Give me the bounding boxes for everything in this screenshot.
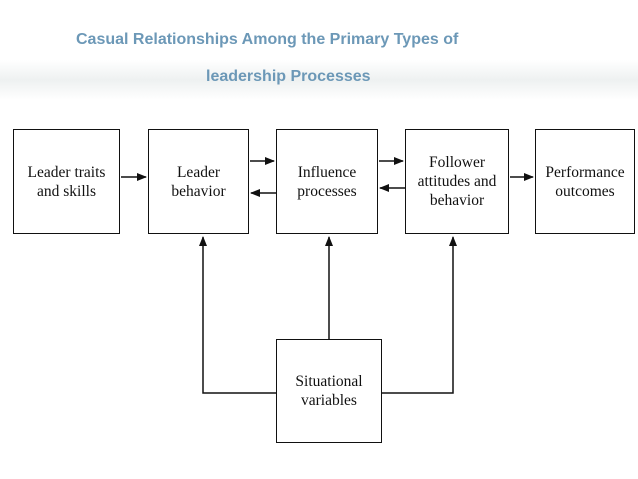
- slide-title-line-2: leadership Processes: [206, 68, 371, 85]
- node-follower-attitudes: Follower attitudes and behavior: [405, 129, 509, 234]
- slide-title-line-1: Casual Relationships Among the Primary T…: [76, 31, 459, 48]
- node-influence-processes-label: Influence processes: [297, 163, 357, 200]
- node-performance-outcomes: Performance outcomes: [535, 129, 635, 234]
- arrow-situational-to-follower: [382, 236, 457, 394]
- node-leader-behavior-label: Leader behavior: [171, 163, 226, 200]
- node-leader-behavior: Leader behavior: [148, 129, 249, 234]
- node-situational-variables-label: Situational variables: [295, 373, 363, 409]
- title-band: [0, 60, 638, 100]
- node-leader-traits: Leader traits and skills: [13, 129, 120, 234]
- node-performance-outcomes-label: Performance outcomes: [545, 163, 625, 200]
- arrow-situational-to-behavior: [199, 236, 276, 394]
- node-situational-variables: Situational variables: [276, 339, 382, 443]
- node-leader-traits-label: Leader traits and skills: [27, 163, 106, 200]
- node-influence-processes: Influence processes: [276, 129, 378, 234]
- node-follower-attitudes-label: Follower attitudes and behavior: [417, 154, 497, 209]
